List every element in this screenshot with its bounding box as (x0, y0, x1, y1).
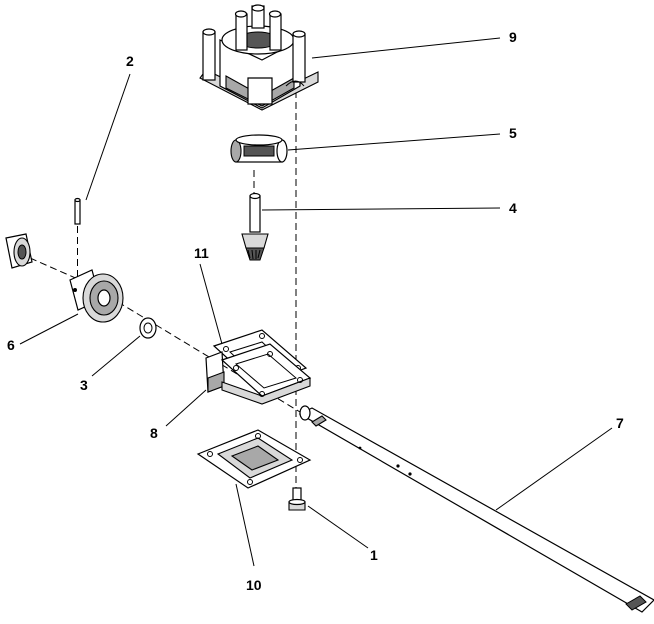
bushing-bore (17, 244, 27, 260)
pinion-shaft-body (249, 195, 261, 233)
callout-4: 4 (509, 200, 517, 216)
part-10-bottom-cover (196, 429, 312, 489)
part-5-bearing (230, 134, 288, 163)
callout-8: 8 (150, 425, 158, 441)
leader-7 (495, 427, 613, 511)
cover-hole-4 (247, 479, 253, 485)
leader-11 (199, 263, 223, 345)
housing-top-boss-cap (251, 4, 265, 12)
roll-pin-end (74, 197, 81, 203)
leader-lines (19, 37, 613, 567)
washer-outer (139, 317, 157, 339)
leader-6 (19, 313, 79, 345)
housing-side-arch (285, 80, 305, 87)
shaft-hole-1 (396, 464, 400, 468)
roll-pin-body (74, 199, 81, 225)
leader-2 (85, 73, 131, 201)
housing-post-left (202, 31, 216, 81)
pinion-shaft-tip (249, 192, 261, 200)
bushing (5, 233, 33, 269)
leader-10 (235, 483, 255, 567)
part-9-gear-housing (199, 4, 319, 111)
shaft-body (298, 407, 654, 613)
bearing-inner-race (243, 145, 275, 157)
leader-9 (311, 37, 501, 59)
bearing-top-edge (235, 134, 283, 146)
callout-2: 2 (126, 53, 134, 69)
shaft-hole-3 (358, 446, 362, 450)
part-6-bevel-gear (69, 269, 124, 323)
part-4-pinion-shaft (241, 192, 269, 261)
bolt-head-top (288, 498, 306, 506)
callout-labels: 9 5 4 2 11 6 3 8 7 1 10 (7, 29, 624, 593)
part-8-gear-case (205, 343, 312, 405)
gear-case-hole-4 (259, 391, 265, 397)
bushing-axis-line (29, 257, 81, 281)
gear-bore (97, 289, 111, 307)
callout-6: 6 (7, 337, 15, 353)
housing-post-right (292, 33, 306, 83)
callout-7: 7 (616, 415, 624, 431)
callout-11: 11 (194, 245, 209, 261)
shaft-hole-2 (408, 472, 412, 476)
shaft-end-near (299, 405, 311, 421)
gear-case-top-recess (234, 353, 298, 389)
shaft-key-far (625, 595, 647, 611)
gear-case-hole-1 (233, 365, 239, 371)
callout-5: 5 (509, 125, 517, 141)
pinion-teeth-lines (247, 249, 261, 260)
gear-pin-hole (73, 288, 77, 292)
gasket-hole-2 (259, 333, 265, 339)
leader-4 (261, 207, 501, 211)
housing-post-rear-left (235, 13, 248, 51)
pinion-gear-collar (241, 233, 269, 249)
part-3-washer (139, 317, 157, 339)
housing-post-rear-right (269, 13, 282, 51)
cover-hole-2 (255, 433, 261, 439)
callout-9: 9 (509, 29, 517, 45)
callout-3: 3 (80, 377, 88, 393)
callout-1: 1 (370, 547, 378, 563)
callout-10: 10 (246, 577, 262, 593)
housing-front-post (247, 77, 273, 105)
housing-post-left-cap (202, 28, 216, 36)
housing-post-right-cap (292, 30, 306, 38)
cover-bowl-floor (230, 445, 280, 471)
part-2-roll-pin (74, 197, 81, 282)
leader-8 (165, 389, 207, 427)
bearing-face-left (230, 139, 242, 163)
part-1-bolt (288, 487, 306, 511)
leader-5 (287, 133, 501, 151)
bearing-face-right (276, 139, 288, 163)
part-7-drive-shaft (298, 405, 654, 613)
cover-hole-1 (207, 451, 213, 457)
gasket-hole-1 (223, 346, 229, 352)
leader-3 (91, 335, 141, 377)
cover-hole-3 (297, 457, 303, 463)
gear-case-hole-2 (267, 351, 273, 357)
housing-post-rear-right-cap (268, 10, 282, 18)
shaft-key-near (311, 415, 327, 427)
leader-1 (307, 505, 369, 549)
housing-post-rear-left-cap (234, 10, 248, 18)
washer-inner (143, 322, 153, 334)
gear-case-hole-3 (297, 377, 303, 383)
